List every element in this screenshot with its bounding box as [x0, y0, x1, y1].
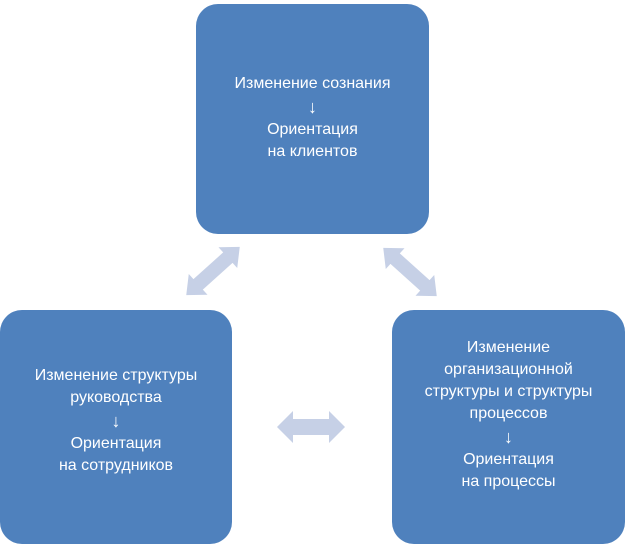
down-arrow-icon: ↓: [504, 427, 513, 447]
left-box-line4: на сотрудников: [58, 457, 174, 474]
left-box-line2: руководства: [70, 389, 162, 406]
double-arrow-icon: [186, 246, 240, 296]
top-box-line2: Ориентация: [267, 121, 358, 138]
right-box: Изменение организационной структуры и ст…: [392, 310, 625, 544]
right-box-line2: организационной: [444, 361, 573, 378]
left-box-line3: Ориентация: [70, 435, 162, 452]
right-box-line5: Ориентация: [463, 451, 554, 468]
right-box-line6: на процессы: [461, 473, 556, 490]
left-box-line1: Изменение структуры: [34, 367, 198, 384]
left-box: Изменение структуры руководства ↓ Ориент…: [0, 310, 232, 544]
down-arrow-icon: ↓: [308, 97, 317, 117]
left-top-connector: [186, 246, 240, 296]
top-box: Изменение сознания ↓ Ориентация на клиен…: [196, 4, 429, 234]
right-box-line4: процессов: [469, 405, 548, 422]
double-arrow-icon: [383, 247, 437, 297]
top-box-line1: Изменение сознания: [234, 75, 391, 92]
double-arrow-icon: [277, 411, 345, 443]
left-right-connector: [277, 411, 345, 443]
down-arrow-icon: ↓: [111, 411, 121, 431]
top-right-connector: [383, 247, 437, 297]
right-box-line3: структуры и структуры: [424, 383, 593, 400]
right-box-line1: Изменение: [466, 339, 551, 356]
top-box-line3: на клиентов: [267, 143, 358, 160]
